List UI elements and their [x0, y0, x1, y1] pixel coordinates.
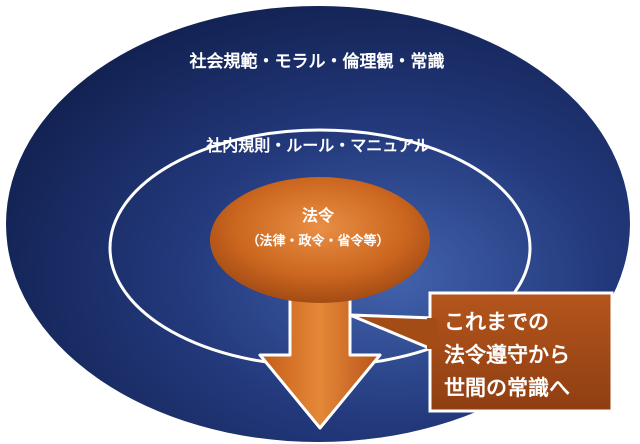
inner-subtitle: （法律・政令・省令等）: [246, 233, 389, 249]
callout-line-2: 法令遵守から: [444, 343, 570, 367]
callout-line-1: これまでの: [444, 310, 549, 334]
callout-seam: [427, 318, 437, 349]
inner-ellipse-laws: [210, 177, 430, 303]
callout-box: [428, 291, 614, 413]
callout-line-3: 世間の常識へ: [444, 376, 570, 400]
middle-label: 社内規則・ルール・マニュアル: [205, 136, 430, 155]
inner-title: 法令: [302, 206, 335, 225]
outer-label: 社会規範・モラル・倫理観・常識: [189, 51, 445, 72]
